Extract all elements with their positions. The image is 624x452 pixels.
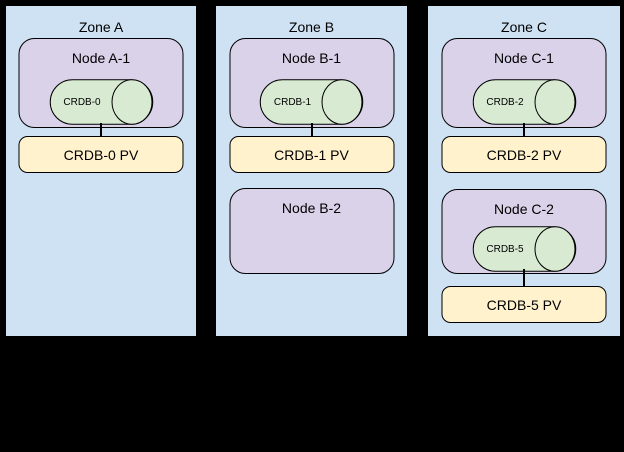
node-label: Node B-2 [281, 200, 342, 216]
pv-connector-line [523, 269, 525, 287]
database-cylinder-icon: CRDB-5 [472, 226, 576, 272]
node-label: Node B-1 [281, 50, 342, 66]
pv-box: CRDB-1 PV [229, 136, 394, 173]
node-label: Node C-2 [494, 201, 554, 217]
zone-c: Zone C Node C-1 CRDB-2 CRDB-2 PV Node C-… [427, 5, 621, 337]
node-c2: Node C-2 CRDB-5 [441, 189, 607, 274]
node-label: Node A-1 [71, 50, 131, 66]
zone-label: Zone A [78, 19, 124, 35]
zone-label: Zone B [288, 19, 335, 35]
database-cylinder-icon: CRDB-0 [49, 79, 153, 125]
pv-box: CRDB-5 PV [441, 286, 607, 323]
pv-label: CRDB-5 PV [486, 296, 562, 313]
node-b2: Node B-2 [229, 188, 394, 274]
node-b1: Node B-1 CRDB-1 [229, 38, 394, 128]
zone-a: Zone A Node A-1 CRDB-0 CRDB-0 PV [5, 5, 197, 337]
node-a1: Node A-1 CRDB-0 [18, 38, 184, 128]
pv-connector-line [523, 123, 525, 137]
pv-label: CRDB-2 PV [486, 146, 562, 163]
db-label: CRDB-0 [63, 96, 101, 108]
pv-box: CRDB-0 PV [18, 136, 184, 173]
node-label: Node C-1 [494, 50, 554, 66]
db-label: CRDB-5 [486, 243, 524, 255]
db-label: CRDB-1 [273, 96, 312, 108]
pv-label: CRDB-0 PV [63, 146, 139, 163]
database-cylinder-icon: CRDB-2 [472, 79, 576, 125]
database-cylinder-icon: CRDB-1 [259, 79, 364, 125]
db-label: CRDB-2 [486, 96, 524, 108]
pv-box: CRDB-2 PV [441, 136, 607, 173]
zone-label: Zone C [501, 19, 547, 35]
zone-b: Zone B Node B-1 CRDB-1 CRDB-1 PV Node B-… [215, 5, 408, 337]
pv-label: CRDB-1 PV [274, 146, 349, 163]
pv-connector-line [310, 123, 313, 137]
pv-connector-line [100, 123, 102, 137]
node-c1: Node C-1 CRDB-2 [441, 38, 607, 128]
